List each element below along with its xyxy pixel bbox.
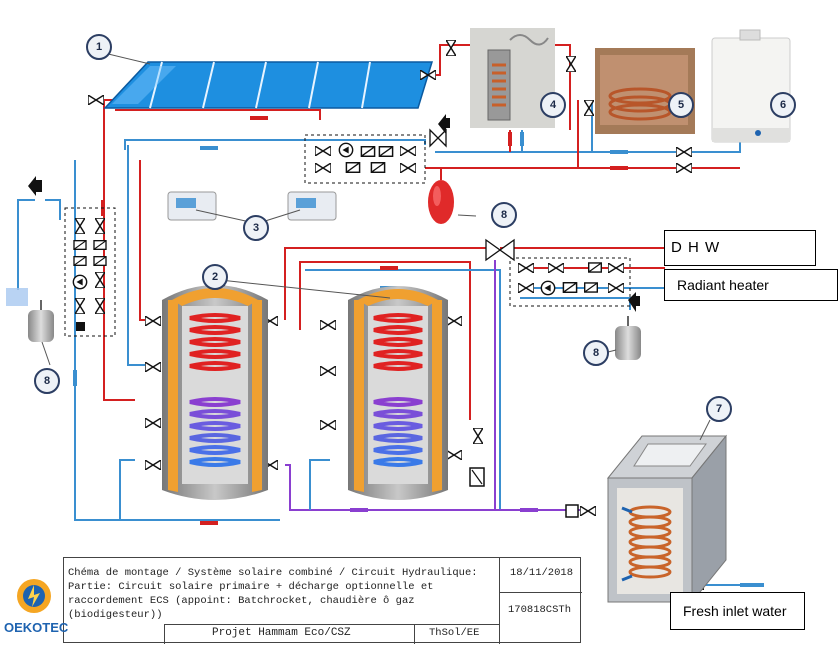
callout-3: 3 [243,215,269,241]
callout-8-top: 8 [491,202,517,228]
arrow-red-6 [508,132,512,146]
callout-6: 6 [770,92,796,118]
pump-station-left [64,207,116,337]
fresh-inlet-label: Fresh inlet water [670,592,805,630]
tank2-cold [309,459,330,510]
solar-hot-pipe [103,140,135,401]
solar-collector [103,61,434,109]
title-line-3: raccordement ECS (appoint: Batchrocket, … [68,595,415,607]
tank-return-purple [285,464,580,511]
callout-4: 4 [540,92,566,118]
wood-coil-heater [595,48,695,134]
left-vessel-pipe2 [45,199,61,220]
callout-8-right: 8 [583,340,609,366]
title-reference: 170818CSTh [508,604,572,616]
expansion-vessel-left [6,288,54,342]
collector-cold-bottom [119,459,135,520]
heat-exchanger-box [606,434,728,604]
tank1-top-hot [284,247,490,320]
storage-tank-2 [348,286,448,500]
storage-tank-1 [162,285,268,500]
callout-5: 5 [668,92,694,118]
callout-7: 7 [706,396,732,422]
pump-station-right [509,257,631,307]
arrow-red-4 [380,266,398,270]
arrow-purple-1 [350,508,368,512]
title-date: 18/11/2018 [510,567,574,579]
arrow-red-3 [200,521,218,525]
title-project: Projet Hammam Eco/CSZ [212,627,351,639]
callout-1: 1 [86,34,112,60]
arrow-blue-5 [73,370,77,386]
distributor-to-boiler-cold [435,135,741,153]
gas-boiler [711,29,791,143]
arrow-purple-2 [520,508,538,512]
dhw-label: D H W [664,230,816,266]
expansion-vessel-right [615,316,641,360]
expansion-vessel-top [428,168,454,224]
solar-controller-1 [167,191,217,221]
title-code: ThSol/EE [429,627,480,639]
left-vessel-pipe [17,199,35,290]
oekotec-logo [17,579,51,613]
arrow-blue-2 [610,150,628,154]
title-line-1: Chéma de montage / Système solaire combi… [68,567,478,579]
solar-controller-2 [287,191,337,221]
title-description: Chéma de montage / Système solaire combi… [68,566,498,622]
callout-8-left: 8 [34,368,60,394]
arrow-red-2 [610,166,628,170]
title-block: Chéma de montage / Système solaire combi… [63,557,582,644]
arrow-blue-1 [200,146,218,150]
title-line-4: (biodigesteur)) [68,609,163,621]
pump-station-top [304,134,426,184]
arrow-blue-4 [740,583,764,587]
safety-valves [28,114,640,312]
station-left-blue [127,145,148,366]
arrow-blue-6 [520,132,524,146]
tank-link-hot [299,261,471,420]
callout-2: 2 [202,264,228,290]
station-left-red [139,160,150,321]
valves [88,40,704,590]
radiant-heater-label: Radiant heater [664,269,838,301]
tank-link-cold [305,269,501,510]
title-line-2: Partie: Circuit solaire primaire + décha… [68,581,434,593]
radiant-return [520,297,631,310]
solar-collector-out [115,109,321,120]
flow-arrows [73,116,764,587]
arrow-red-1 [250,116,268,120]
logo-text: OEKOTEC [4,620,69,635]
